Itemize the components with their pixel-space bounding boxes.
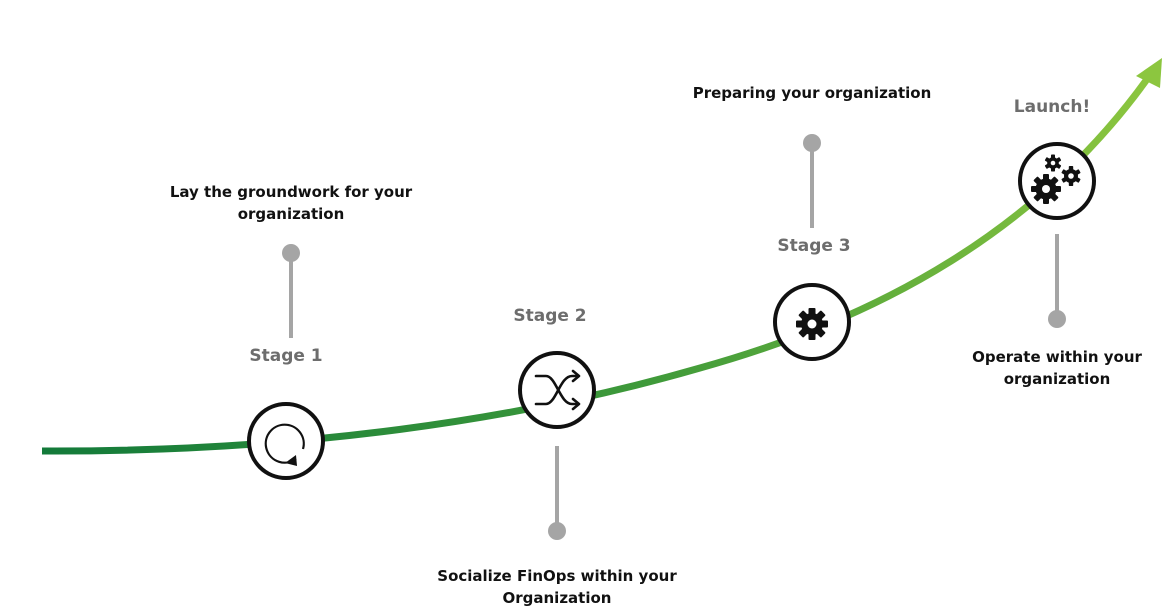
- stage-1-title: Stage 1: [249, 346, 323, 366]
- stage-2-description: Socialize FinOps within your Organizatio…: [437, 567, 677, 607]
- connector-stage-3: [803, 134, 821, 228]
- launch-title: Launch!: [1013, 97, 1091, 117]
- stage-3-description: Preparing your organization: [692, 84, 932, 102]
- gears-icon: [1031, 154, 1081, 204]
- stage-1-description: Lay the groundwork for your organization: [169, 183, 413, 223]
- connector-stage-2: [548, 446, 566, 540]
- stage-2-title: Stage 2: [513, 306, 587, 326]
- stage-3-title: Stage 3: [777, 236, 851, 256]
- refresh-cycle-icon: [264, 423, 305, 466]
- connector-launch: [1048, 234, 1066, 328]
- gear-icon: [796, 308, 828, 340]
- growth-arrowhead-icon: [1136, 58, 1162, 88]
- stage-3-node: [773, 283, 851, 361]
- launch-description: Operate within your organization: [972, 348, 1142, 388]
- stage-2-node: [518, 351, 596, 429]
- shuffle-icon: [534, 369, 581, 411]
- growth-curve: [41, 72, 1153, 455]
- launch-node: [1018, 142, 1096, 220]
- stage-1-node: [247, 402, 325, 480]
- connector-stage-1: [282, 244, 300, 338]
